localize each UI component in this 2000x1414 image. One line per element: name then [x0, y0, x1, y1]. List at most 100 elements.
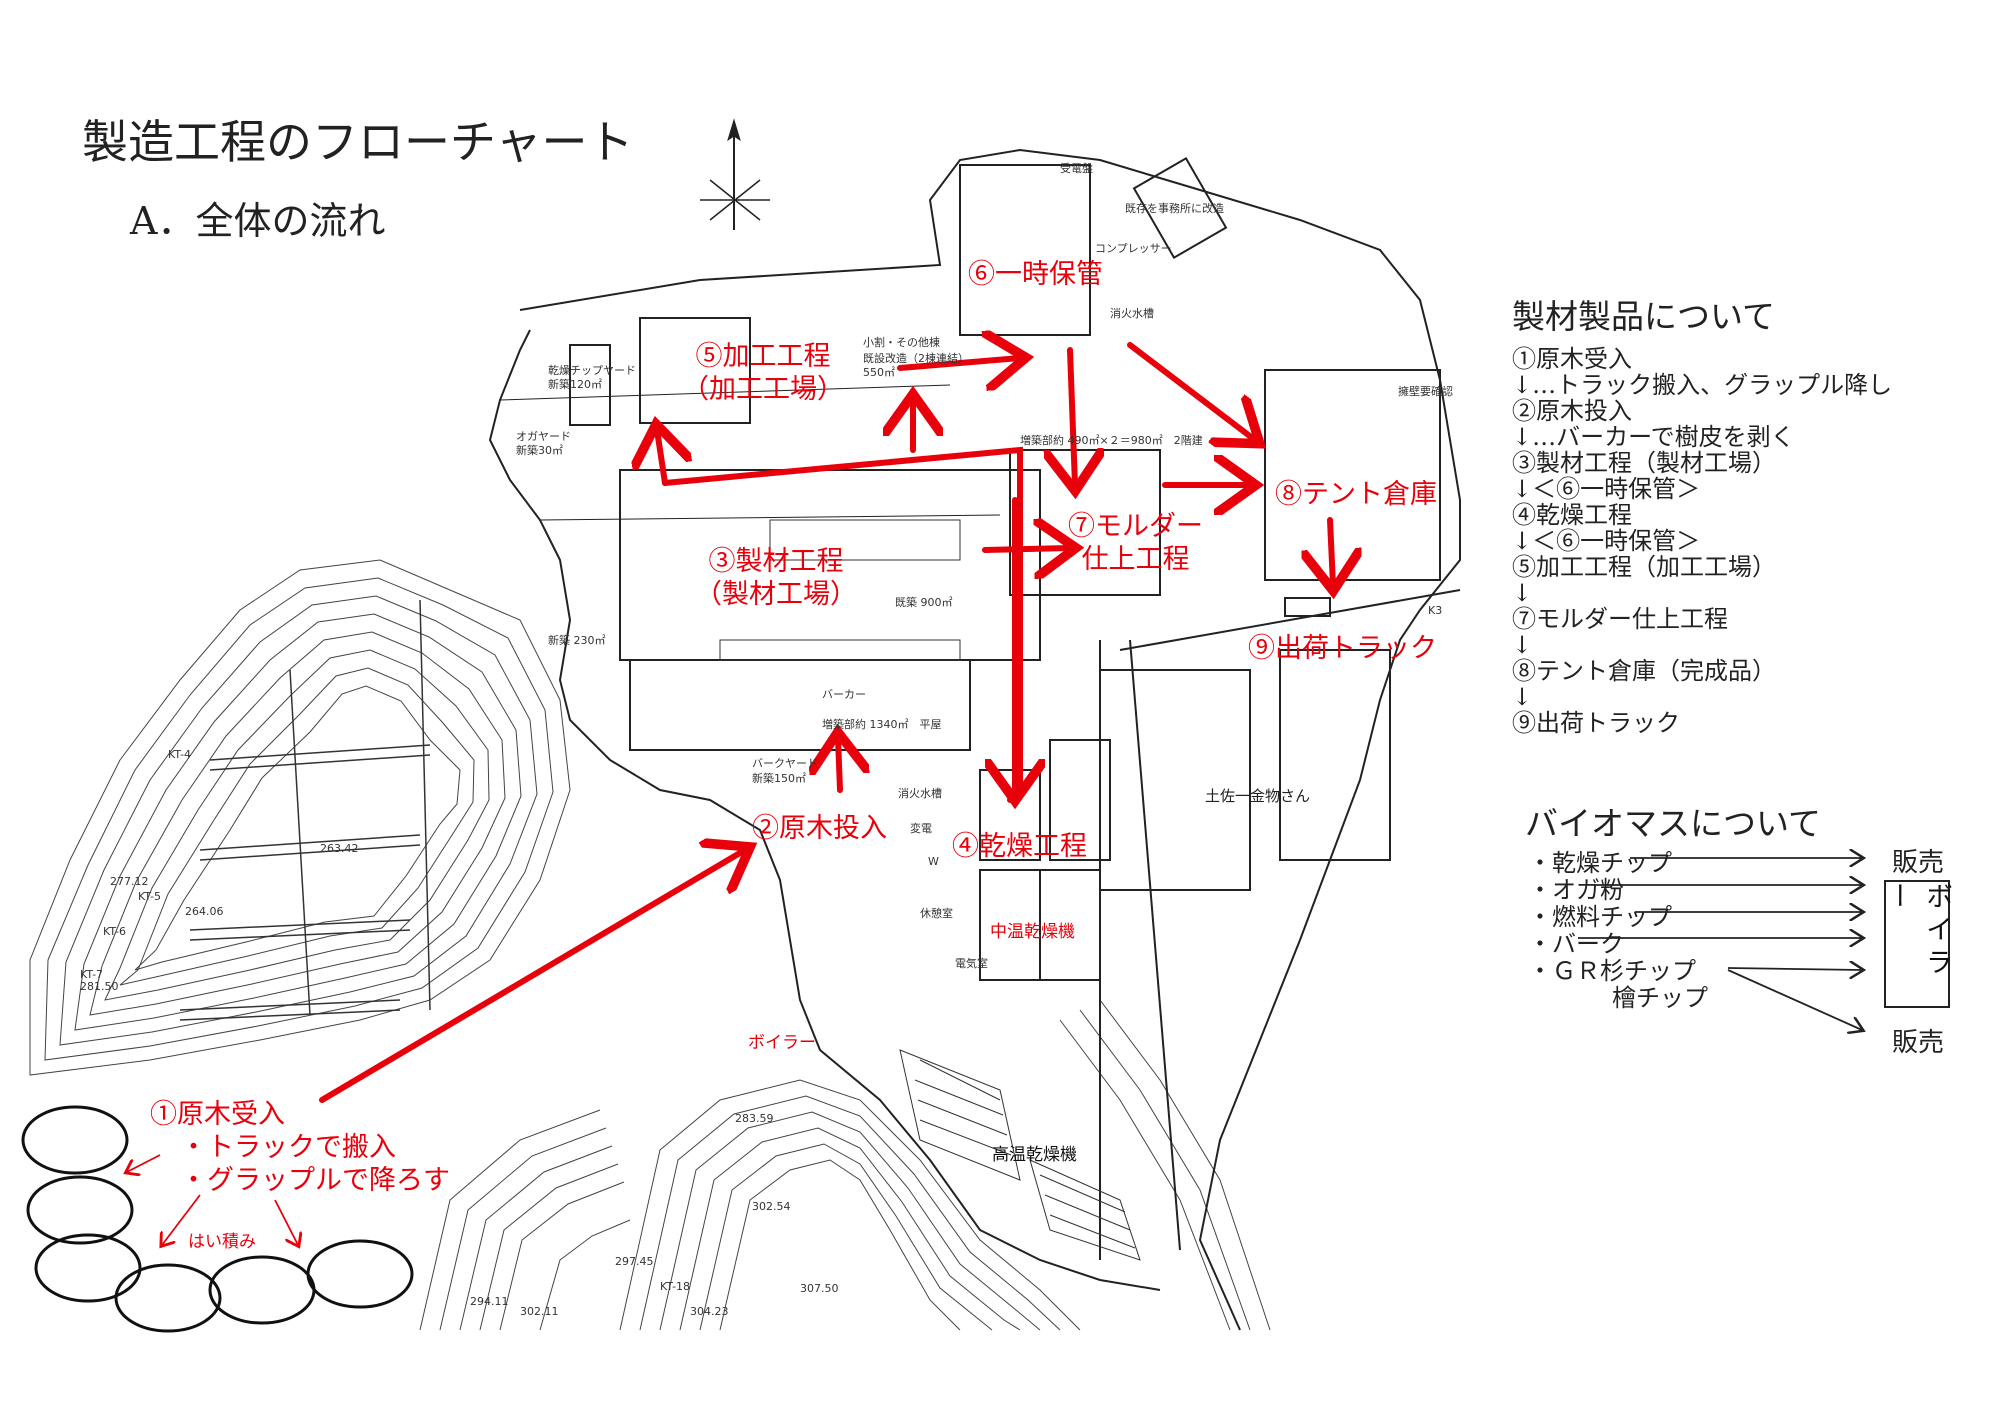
map-label-k3: K3	[1428, 604, 1443, 617]
contour-label: 281.50	[80, 980, 119, 993]
step9-label: ⑨出荷トラック	[1248, 633, 1437, 664]
hill-contours-bottom	[419, 999, 1271, 1331]
pile-arrows	[127, 1154, 298, 1245]
map-label-trans: 変電	[910, 822, 932, 835]
map-label-bark-yard: バークヤード	[752, 757, 818, 770]
arrow-1-to-2	[319, 850, 745, 1103]
log-pile-ovals	[21, 1105, 414, 1333]
map-label-new230: 新築 230㎡	[548, 634, 606, 647]
step8-label: ⑧テント倉庫	[1275, 479, 1437, 510]
arrow-6-to-8	[1127, 342, 1255, 440]
biomass-item: ・乾燥チップ	[1528, 849, 1672, 877]
step1-line1: ・トラックで搬入	[180, 1132, 396, 1163]
products-line: ⑤加工工程（加工工場）	[1512, 553, 1776, 581]
products-line: ⑦モルダー仕上工程	[1512, 605, 1728, 633]
step7-line2: 仕上工程	[1081, 544, 1190, 575]
arrow-3-to-5	[662, 446, 1023, 803]
map-label-compressor: コンプレッサー	[1095, 242, 1172, 255]
step5-line1: ⑤加工工程	[695, 341, 831, 372]
contour-label: 283.59	[735, 1112, 774, 1125]
products-heading: 製材製品について	[1512, 297, 1776, 336]
contour-label: 302.54	[752, 1200, 791, 1213]
map-label-fire-tank: 消火水槽	[1110, 307, 1154, 320]
hill-contours-left	[29, 559, 571, 1076]
step5-line2: （加工工場）	[682, 374, 844, 405]
products-line: ↓＜⑥一時保管＞	[1512, 527, 1701, 555]
map-label-substation: 受電盤	[1060, 162, 1093, 175]
step1-line2: ・グラップルで降ろす	[180, 1165, 450, 1196]
contour-label: KT-4	[168, 748, 192, 761]
products-line: ↓…トラック搬入、グラップル降し	[1512, 371, 1893, 399]
map-label-new120: 新築120㎡	[548, 378, 602, 391]
boiler-map-label: ボイラー	[748, 1033, 816, 1053]
contour-label: KT-6	[103, 925, 127, 938]
arrow-to-5-left	[657, 430, 665, 486]
page-title: 製造工程のフローチャート	[82, 115, 634, 169]
products-line: ⑨出荷トラック	[1512, 709, 1680, 737]
pile-label: はい積み	[188, 1232, 256, 1252]
step4-label: ④乾燥工程	[952, 831, 1087, 862]
map-label-550: 550㎡	[863, 366, 895, 379]
boiler-box: ボイラー	[1882, 880, 1952, 1008]
contour-label: 264.06	[185, 905, 224, 918]
map-label-w: W	[928, 855, 939, 868]
map-label-small-cut: 小割・その他棟	[863, 336, 940, 349]
contour-label: 277.12	[110, 875, 149, 888]
contour-label: KT-7	[80, 968, 104, 981]
contour-label: KT-5	[138, 890, 162, 903]
step3-line1: ③製材工程	[708, 546, 844, 577]
machine-hatching	[719, 519, 1141, 1261]
arrow-8-to-9	[1330, 517, 1333, 585]
biomass-arrows	[1578, 858, 1862, 1030]
products-line: ↓…バーカーで樹皮を剥く	[1512, 423, 1795, 451]
contour-label: 302.11	[520, 1305, 559, 1318]
map-label-expand-1340: 増築部約 1340㎡ 平屋	[822, 718, 942, 731]
biomass-item: ・オガ粉	[1528, 876, 1624, 904]
map-label-barker: バーカー	[822, 688, 866, 701]
step1-block: ①原木受入 ・トラックで搬入 ・グラップルで降ろす	[150, 1098, 450, 1197]
map-label-expand-980: 増築部約 490㎡×２＝980㎡ 2階建	[1020, 434, 1203, 447]
arrow-5-to-6	[897, 358, 1020, 368]
contour-label: KT-18	[660, 1280, 691, 1293]
biomass-heading: バイオマスについて	[1525, 804, 1822, 843]
page-subtitle: A．全体の流れ	[130, 199, 386, 243]
step7-label: ⑦モルダー 仕上工程	[1068, 510, 1203, 576]
map-label-new150: 新築150㎡	[752, 772, 806, 785]
products-line: ①原木受入	[1512, 345, 1632, 373]
arrow-3-to-7	[982, 548, 1070, 550]
step6-label: ⑥一時保管	[968, 259, 1103, 290]
arrow-2-to-3	[838, 738, 840, 793]
step1-title: ①原木受入	[150, 1099, 285, 1130]
map-label-tosa: 土佐一金物さん	[1205, 787, 1311, 805]
step7-line1: ⑦モルダー	[1068, 511, 1203, 542]
terrace-lines	[179, 599, 431, 1021]
map-label-oga-yard: オガヤード	[516, 430, 571, 443]
arrow-6-to-7	[1070, 347, 1075, 485]
flow-arrows	[319, 342, 1333, 1103]
contour-label: 263.42	[320, 842, 359, 855]
map-label-retaining: 擁壁要確認	[1398, 385, 1453, 398]
map-label-machine-room: 休憩室	[920, 907, 953, 920]
biomass-item: ・燃料チップ	[1528, 903, 1672, 931]
compass-rose	[700, 118, 770, 230]
map-label-fire-tank-small: 消火水槽	[898, 787, 942, 800]
high-dryer-label: 高温乾燥機	[992, 1145, 1077, 1165]
mid-dryer-label: 中温乾燥機	[990, 922, 1075, 942]
products-line: ②原木投入	[1512, 397, 1632, 425]
products-list: ①原木受入 ↓…トラック搬入、グラップル降し ②原木投入 ↓…バーカーで樹皮を剥…	[1512, 346, 1892, 736]
sale-label-bottom: 販売	[1892, 1028, 1945, 1058]
map-label-existing-mod: 既設改造（2棟連結）	[863, 352, 969, 365]
step5-label: ⑤加工工程 （加工工場）	[682, 340, 844, 406]
products-line: ⑧テント倉庫（完成品）	[1512, 657, 1776, 685]
map-label-new30: 新築30㎡	[516, 444, 563, 457]
sale-label-top: 販売	[1892, 848, 1945, 878]
contour-label: 304.23	[690, 1305, 729, 1318]
biomass-item: 檜チップ	[1612, 984, 1708, 1012]
products-line: ③製材工程（製材工場）	[1512, 449, 1776, 477]
products-line: ↓＜⑥一時保管＞	[1512, 475, 1701, 503]
contour-label: 307.50	[800, 1282, 839, 1295]
map-label-chip-yard: 乾燥チップヤード	[548, 364, 636, 377]
step3-label: ③製材工程 （製材工場）	[695, 545, 857, 611]
products-line: ↓	[1512, 579, 1533, 607]
